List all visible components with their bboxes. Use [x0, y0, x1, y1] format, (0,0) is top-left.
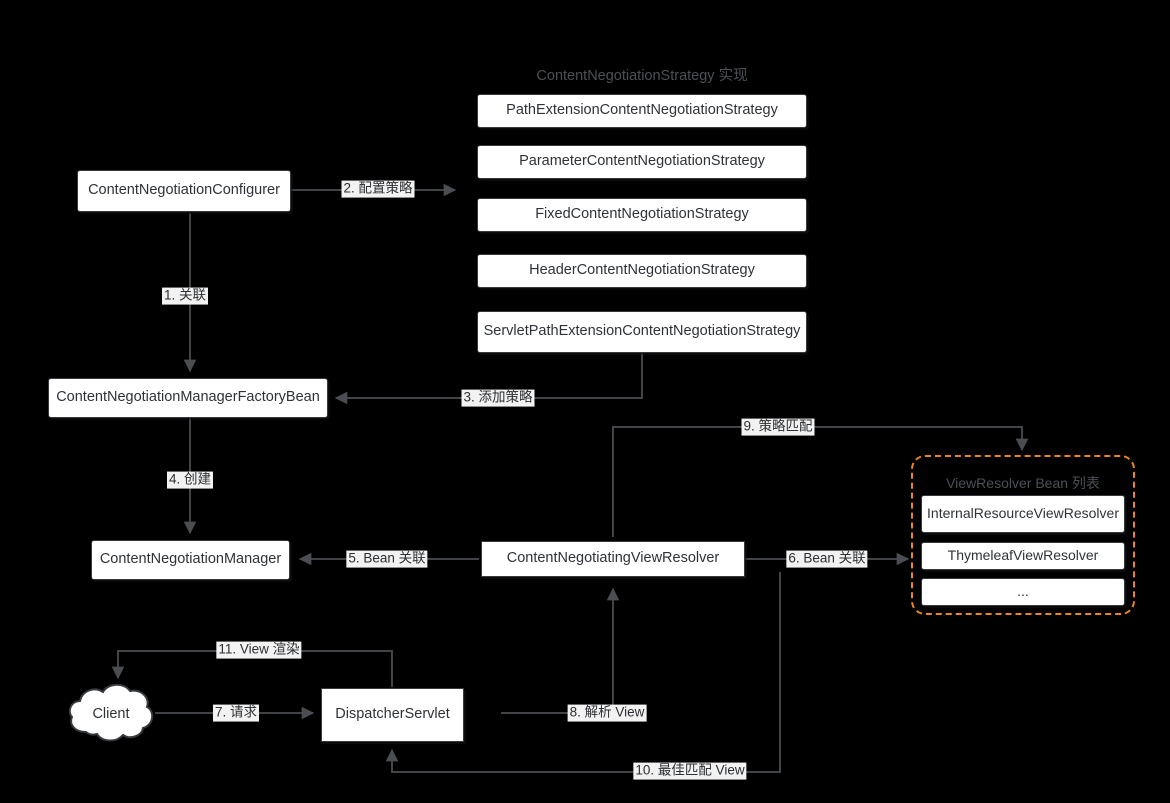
node-content-negotiating-view-resolver[interactable]: ContentNegotiatingViewResolver — [481, 541, 745, 577]
strategy-node-fixed[interactable]: FixedContentNegotiationStrategy — [477, 198, 807, 232]
viewresolver-group-box — [911, 455, 1135, 615]
edge-8-path — [501, 587, 620, 714]
viewresolver-node-internal-resource[interactable]: InternalResourceViewResolver — [921, 495, 1125, 533]
edge-label-10: 10. 最佳匹配 View — [633, 762, 747, 780]
node-content-negotiation-manager-factory-bean[interactable]: ContentNegotiationManagerFactoryBean — [48, 378, 328, 418]
node-client[interactable]: Client — [66, 678, 156, 750]
viewresolver-group-title: ViewResolver Bean 列表 — [946, 475, 1100, 491]
edge-label-9: 9. 策略匹配 — [741, 418, 815, 436]
edge-label-6: 6. Bean 关联 — [786, 550, 868, 568]
node-content-negotiation-configurer[interactable]: ContentNegotiationConfigurer — [77, 170, 291, 212]
viewresolver-node-more[interactable]: ... — [921, 578, 1125, 606]
edge-label-11: 11. View 渲染 — [216, 641, 302, 659]
node-client-label: Client — [92, 706, 130, 722]
strategy-group-title: ContentNegotiationStrategy 实现 — [536, 68, 748, 84]
node-dispatcher-servlet[interactable]: DispatcherServlet — [321, 688, 464, 742]
strategy-node-parameter[interactable]: ParameterContentNegotiationStrategy — [477, 145, 807, 179]
edge-label-3: 3. 添加策略 — [461, 389, 535, 407]
cloud-icon — [68, 683, 154, 742]
strategy-node-header[interactable]: HeaderContentNegotiationStrategy — [477, 254, 807, 288]
node-content-negotiation-manager[interactable]: ContentNegotiationManager — [91, 540, 290, 580]
edge-label-8: 8. 解析 View — [567, 704, 647, 722]
viewresolver-node-thymeleaf[interactable]: ThymeleafViewResolver — [921, 542, 1125, 570]
strategy-node-servlet-path-extension[interactable]: ServletPathExtensionContentNegotiationSt… — [477, 311, 807, 353]
edge-label-2: 2. 配置策略 — [341, 180, 415, 198]
edge-10-path — [385, 572, 781, 773]
strategy-node-path-extension[interactable]: PathExtensionContentNegotiationStrategy — [477, 94, 807, 128]
edge-label-5: 5. Bean 关联 — [346, 550, 428, 568]
edge-label-4: 4. 创建 — [166, 471, 214, 489]
edge-label-7: 7. 请求 — [212, 704, 260, 722]
edge-label-1: 1. 关联 — [161, 287, 209, 305]
